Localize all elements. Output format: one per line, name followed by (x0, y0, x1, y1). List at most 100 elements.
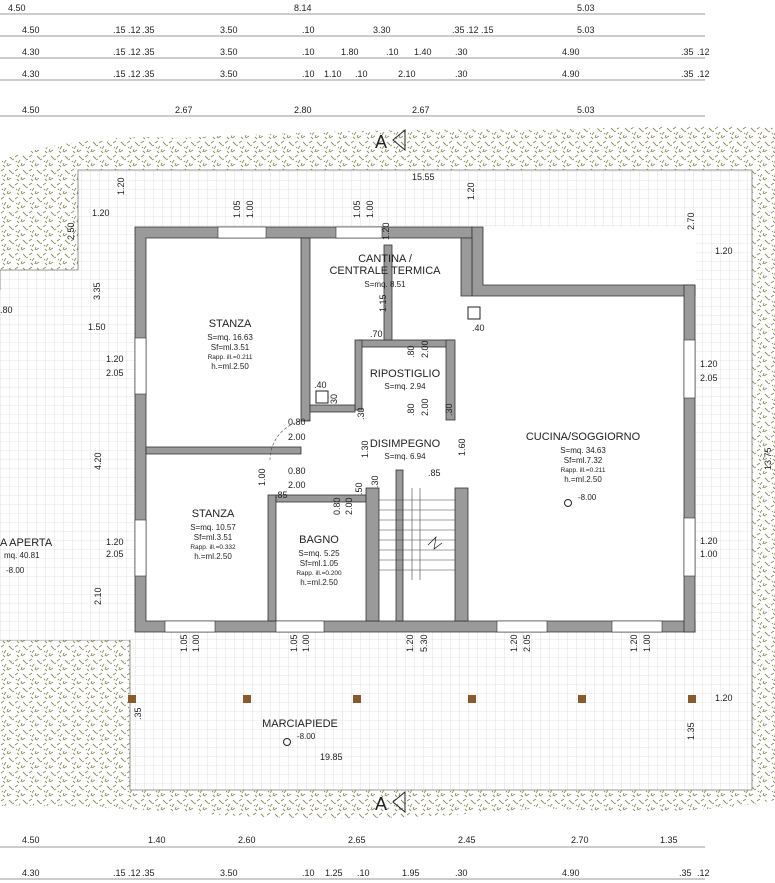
svg-text:1.20: 1.20 (700, 359, 718, 369)
svg-text:.35: .35 (142, 25, 155, 35)
svg-text:.35: .35 (142, 868, 155, 878)
svg-text:1.00: 1.00 (301, 634, 311, 652)
svg-text:2.00: 2.00 (288, 432, 306, 442)
svg-text:1.00: 1.00 (257, 468, 267, 486)
svg-text:.70: .70 (370, 329, 383, 339)
svg-text:1.20: 1.20 (629, 634, 639, 652)
svg-text:.35: .35 (681, 69, 694, 79)
svg-text:4.50: 4.50 (22, 105, 40, 115)
svg-text:-8.00: -8.00 (6, 566, 25, 575)
svg-text:.10: .10 (355, 69, 368, 79)
svg-text:2.10: 2.10 (398, 69, 416, 79)
svg-text:2.50: 2.50 (66, 222, 76, 240)
svg-text:.12: .12 (128, 868, 141, 878)
svg-text:.35: .35 (142, 69, 155, 79)
svg-text:3.50: 3.50 (220, 47, 238, 57)
svg-text:1.20: 1.20 (106, 354, 124, 364)
section-marker-bottom: A (375, 790, 406, 814)
svg-text:STANZA: STANZA (192, 508, 235, 520)
svg-text:1.20: 1.20 (466, 182, 476, 200)
svg-text:3.35: 3.35 (92, 282, 102, 300)
svg-text:1.35: 1.35 (686, 722, 696, 740)
svg-text:2.00: 2.00 (420, 398, 430, 416)
svg-text:.35: .35 (452, 25, 465, 35)
left-vertical-dimensions: 1.20 2.50 3.35 1.50 1.20 2.05 4.20 1.20 … (66, 177, 126, 605)
svg-text:S=mq. 5.25: S=mq. 5.25 (298, 549, 340, 558)
svg-text:2.67: 2.67 (412, 105, 430, 115)
svg-text:CENTRALE TERMICA: CENTRALE TERMICA (329, 265, 441, 277)
svg-text:.12: .12 (697, 69, 710, 79)
svg-text:.30: .30 (356, 407, 366, 420)
svg-text:1.35: 1.35 (660, 835, 678, 845)
svg-text:.12: .12 (466, 25, 479, 35)
dimension-lines (0, 13, 705, 880)
svg-text:2.45: 2.45 (458, 835, 476, 845)
svg-text:Rapp. ill.=0.211: Rapp. ill.=0.211 (208, 354, 253, 361)
svg-text:.15: .15 (113, 47, 126, 57)
svg-text:.30: .30 (455, 868, 468, 878)
room-stanza-2: STANZA S=mq. 10.57 Sf=ml.3.51 Rapp. ill.… (190, 508, 236, 561)
svg-text:h.=ml.2.50: h.=ml.2.50 (211, 362, 249, 371)
svg-text:0.80: 0.80 (288, 466, 306, 476)
svg-text:1.20: 1.20 (509, 634, 519, 652)
svg-text:4.30: 4.30 (22, 69, 40, 79)
staircase (379, 488, 455, 580)
svg-text:.35: .35 (133, 707, 143, 720)
svg-text:1.00: 1.00 (245, 200, 255, 218)
svg-text:S=mq. 16.63: S=mq. 16.63 (207, 333, 253, 342)
svg-text:1.20: 1.20 (381, 222, 391, 240)
svg-text:2.00: 2.00 (288, 480, 306, 490)
svg-text:5.03: 5.03 (577, 105, 595, 115)
svg-text:3.50: 3.50 (220, 868, 238, 878)
svg-text:.12: .12 (697, 47, 710, 57)
svg-text:Rapp. ill.=0.200: Rapp. ill.=0.200 (296, 570, 342, 577)
svg-text:.50: .50 (354, 482, 364, 495)
svg-text:1.00: 1.00 (642, 634, 652, 652)
svg-text:.30: .30 (455, 47, 468, 57)
svg-text:.30: .30 (370, 475, 380, 488)
svg-text:Sf=ml.1.05: Sf=ml.1.05 (300, 559, 339, 568)
svg-text:1.50: 1.50 (88, 322, 106, 332)
shaft-marker-2 (467, 306, 481, 320)
svg-text:A APERTA: A APERTA (0, 537, 53, 549)
svg-text:1.20: 1.20 (405, 634, 415, 652)
svg-text:.35: .35 (679, 868, 692, 878)
svg-text:.12: .12 (128, 25, 141, 35)
svg-text:1.20: 1.20 (106, 537, 124, 547)
svg-text:Sf=ml.3.51: Sf=ml.3.51 (194, 533, 233, 542)
svg-text:Rapp. ill.=0.211: Rapp. ill.=0.211 (561, 467, 606, 474)
svg-text:5.03: 5.03 (577, 3, 595, 13)
svg-text:h.=ml.2.50: h.=ml.2.50 (300, 578, 338, 587)
svg-text:CUCINA/SOGGIORNO: CUCINA/SOGGIORNO (526, 431, 641, 443)
svg-text:.30: .30 (444, 403, 454, 416)
room-ripostiglio: RIPOSTIGLIO S=mq. 2.94 (370, 368, 441, 391)
svg-text:4.20: 4.20 (93, 452, 103, 470)
room-cucina-soggiorno: CUCINA/SOGGIORNO S=mq. 34.63 Sf=ml.7.32 … (526, 431, 641, 484)
svg-text:3.50: 3.50 (220, 69, 238, 79)
svg-text:4.90: 4.90 (562, 868, 580, 878)
svg-text:4.50: 4.50 (22, 25, 40, 35)
svg-text:.40: .40 (472, 323, 485, 333)
top-dimensions: 4.50 8.14 5.03 4.50 .15 .12 .35 3.50 .10… (8, 3, 710, 115)
overall-width-bottom: 19.85 (320, 752, 343, 762)
svg-text:.10: .10 (386, 47, 399, 57)
marciapiede-label: MARCIAPIEDE (262, 718, 338, 730)
door-swing (269, 419, 311, 461)
svg-text:2.05: 2.05 (106, 368, 124, 378)
svg-text:.10: .10 (302, 868, 315, 878)
svg-text:3.30: 3.30 (373, 25, 391, 35)
pillars (128, 695, 696, 703)
svg-text:.35: .35 (681, 47, 694, 57)
svg-text:5.03: 5.03 (577, 25, 595, 35)
svg-text:MARCIAPIEDE: MARCIAPIEDE (262, 718, 338, 730)
svg-text:1.20: 1.20 (700, 536, 718, 546)
svg-text:2.67: 2.67 (175, 105, 193, 115)
left-paving-strip (0, 290, 130, 640)
svg-text:.15: .15 (113, 25, 126, 35)
svg-text:4.50: 4.50 (8, 3, 26, 13)
svg-text:1.25: 1.25 (325, 868, 343, 878)
svg-text:2.70: 2.70 (686, 212, 696, 230)
svg-text:.85: .85 (275, 490, 288, 500)
svg-text:BAGNO: BAGNO (299, 534, 339, 546)
svg-text:2.05: 2.05 (106, 549, 124, 559)
